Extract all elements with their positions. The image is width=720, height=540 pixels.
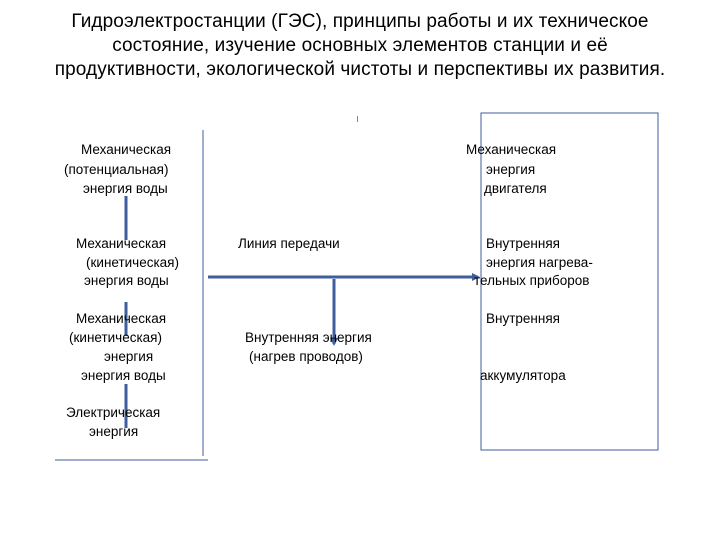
left-label-4a: Электрическая (66, 405, 161, 420)
page-title: Гидроэлектростанции (ГЭС), принципы рабо… (40, 10, 680, 122)
left-label-1b: (потенциальная) (64, 162, 169, 177)
right-label-2a: Внутренняя (486, 236, 560, 251)
right-label-1a: Механическая (466, 142, 557, 157)
left-label-2c: энергия воды (84, 273, 169, 288)
left-label-2a: Механическая (76, 236, 167, 251)
title-tick-mark (357, 116, 358, 122)
left-label-3b: (кинетическая) (69, 330, 162, 345)
transmission-line-label: Линия передачи (238, 236, 340, 251)
right-label-1c: двигателя (484, 181, 547, 196)
left-label-4b: энергия (89, 424, 139, 439)
right-label-1b: энергия (486, 162, 536, 177)
loss-label-b: (нагрев проводов) (249, 349, 363, 364)
left-label-3d: энергия воды (81, 368, 166, 383)
left-label-1c: энергия воды (83, 181, 168, 196)
title-text: Гидроэлектростанции (ГЭС), принципы рабо… (54, 11, 666, 80)
right-box (480, 112, 659, 451)
loss-label-a: Внутренняя энергия (245, 330, 372, 345)
left-label-3a: Механическая (76, 311, 167, 326)
left-label-1a: Механическая (81, 142, 172, 157)
left-label-2b: (кинетическая) (86, 255, 179, 270)
left-label-3c: энергия (104, 349, 154, 364)
right-label-3a: Внутренняя (486, 311, 560, 326)
right-label-2b: энергия нагрева- (486, 255, 593, 270)
right-label-2c: тельных приборов (474, 273, 590, 288)
right-label-3b: аккумулятора (480, 368, 566, 383)
